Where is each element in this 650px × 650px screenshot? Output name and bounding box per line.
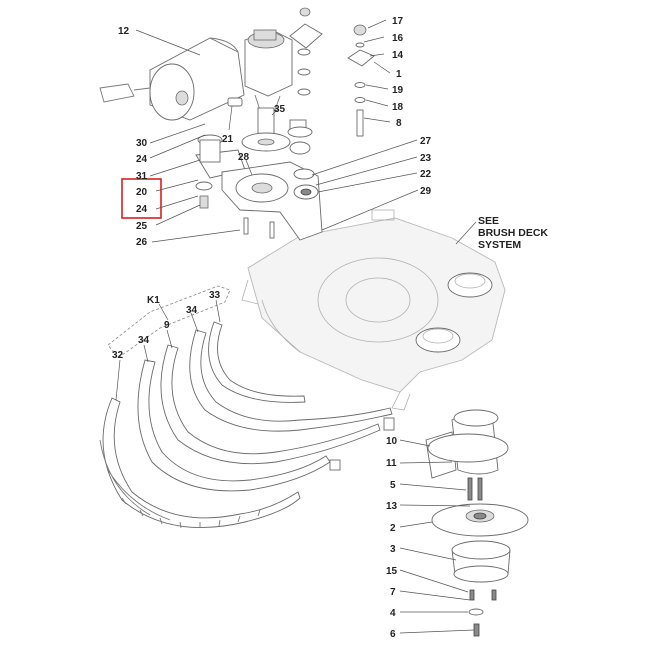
callout-3: 3 <box>390 544 396 555</box>
callout-16: 16 <box>392 33 404 44</box>
callout-17: 17 <box>392 16 404 27</box>
callout-labels: 12 30 24 31 20 24 25 26 21 35 28 17 16 1… <box>112 16 548 640</box>
upper-bracket <box>195 134 323 241</box>
callout-13: 13 <box>386 501 398 512</box>
callout-K1: K1 <box>147 295 160 306</box>
brush-deck-ghost <box>241 209 506 411</box>
callout-35: 35 <box>274 104 286 115</box>
callout-30: 30 <box>136 138 148 149</box>
gearbox <box>227 29 293 152</box>
callout-15: 15 <box>386 566 398 577</box>
callout-9: 9 <box>164 320 170 331</box>
callout-4: 4 <box>390 608 396 619</box>
see-brush-deck-line3: SYSTEM <box>478 239 521 251</box>
callout-2: 2 <box>390 523 396 534</box>
callout-1: 1 <box>396 69 402 80</box>
callout-26: 26 <box>136 237 148 248</box>
see-brush-deck-line1: SEE <box>478 215 499 227</box>
callout-25: 25 <box>136 221 148 232</box>
callout-8: 8 <box>396 118 402 129</box>
callout-24-box: 24 <box>136 204 148 215</box>
hub-assembly <box>425 409 529 637</box>
callout-6: 6 <box>390 629 396 640</box>
callout-18: 18 <box>392 102 404 113</box>
callout-14: 14 <box>392 50 404 61</box>
callout-34-low: 34 <box>138 335 150 346</box>
callout-31: 31 <box>136 171 148 182</box>
callout-32: 32 <box>112 350 124 361</box>
callout-29: 29 <box>420 186 432 197</box>
callout-11: 11 <box>386 458 397 469</box>
callout-10: 10 <box>386 436 398 447</box>
highlight-box <box>121 178 162 219</box>
callout-24-top: 24 <box>136 154 148 165</box>
callout-33: 33 <box>209 290 221 301</box>
callout-20: 20 <box>136 187 148 198</box>
callout-21: 21 <box>222 134 234 145</box>
callout-12: 12 <box>118 26 130 37</box>
leader-lines <box>115 19 477 634</box>
callout-7: 7 <box>390 587 396 598</box>
right-stack <box>287 7 375 155</box>
motor-assembly <box>99 37 245 121</box>
callout-27: 27 <box>420 136 432 147</box>
callout-28: 28 <box>238 152 250 163</box>
callout-5: 5 <box>390 480 396 491</box>
callout-22: 22 <box>420 169 432 180</box>
see-brush-deck-line2: BRUSH DECK <box>478 227 548 239</box>
callout-19: 19 <box>392 85 404 96</box>
callout-23: 23 <box>420 153 432 164</box>
callout-34-top: 34 <box>186 305 198 316</box>
